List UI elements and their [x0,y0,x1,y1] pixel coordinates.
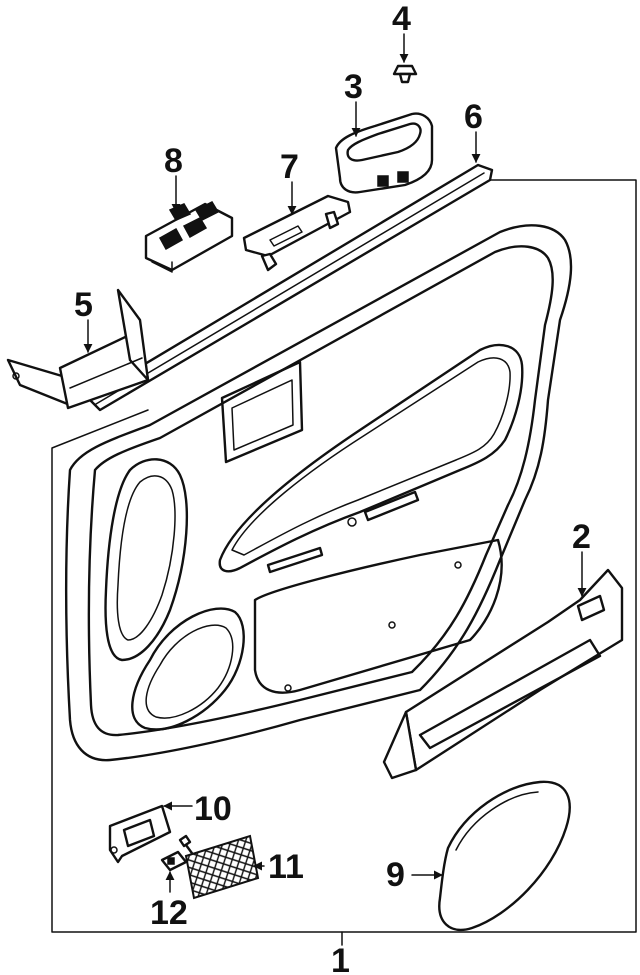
callout-12: 12 [150,894,188,932]
callout-5: 5 [74,286,93,324]
switch-bezel [242,194,352,272]
speaker-grille-cover [438,780,571,932]
callout-4: 4 [392,0,411,38]
door-trim-panel [65,224,573,762]
callout-3: 3 [344,68,363,106]
switch-housing [108,804,172,864]
callout-1: 1 [331,942,350,975]
callout-7: 7 [280,148,299,186]
belt-weatherstrip [86,163,494,412]
callout-9: 9 [386,856,405,894]
leader-arrows [83,33,587,893]
callout-10: 10 [194,790,232,828]
callout-6: 6 [464,98,483,136]
mounting-bracket [6,288,150,410]
power-window-switch [144,201,234,273]
connector [160,850,188,872]
screw [178,834,196,858]
retaining-clip [392,64,418,84]
callout-11: 11 [268,848,304,886]
callout-8: 8 [164,142,183,180]
callout-2: 2 [572,518,591,556]
speaker-grille [184,834,260,900]
door-pull-handle [334,112,434,194]
armrest-trim [382,568,624,780]
assembly-bracket [51,179,637,946]
